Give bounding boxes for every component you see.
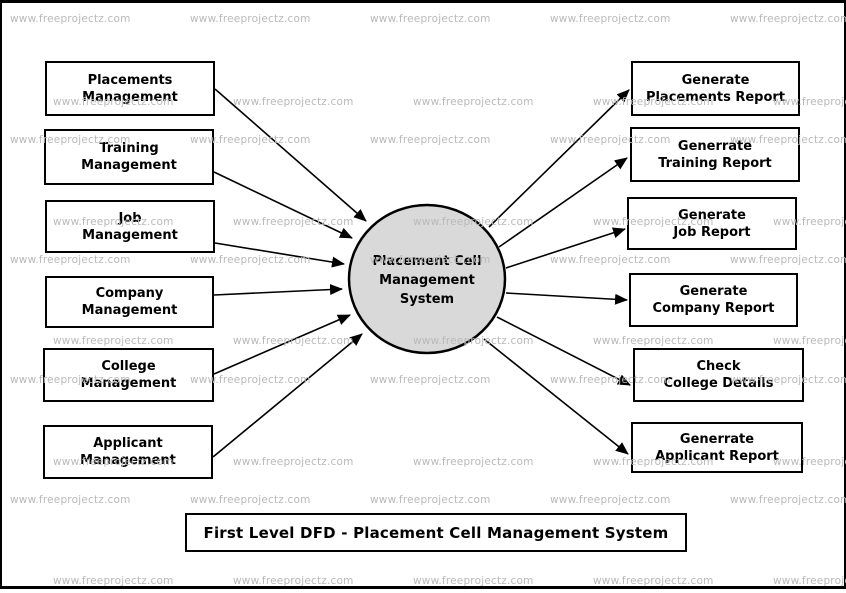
entity-label-line: Placements — [87, 72, 173, 88]
entity-label-line: Management — [80, 453, 176, 468]
entity-company-management: Company Management — [45, 276, 214, 328]
process-label-line: System — [399, 291, 455, 307]
output-label-line: Company Report — [652, 301, 775, 316]
output-label-line: Placements Report — [645, 89, 786, 105]
entity-label-line: Company — [95, 286, 164, 301]
flow-arrow-college-to-process — [213, 314, 351, 375]
process-label-line: Management — [379, 272, 475, 288]
output-generrate-training-report: Generrate Training Report — [630, 127, 800, 182]
entity-label-line: Management — [81, 303, 178, 318]
process-label: Placement Cell Management System — [337, 251, 517, 309]
flow-arrow-company-to-process — [213, 284, 343, 296]
output-label-line: Generate — [678, 207, 746, 223]
output-label-line: Job Report — [673, 224, 751, 240]
process-label-line: Placement Cell — [372, 253, 482, 269]
entity-applicant-management: Applicant Management — [43, 425, 213, 479]
flow-arrow-training-to-process — [213, 171, 353, 239]
entity-college-management: College Management — [43, 348, 214, 402]
output-generrate-applicant-report: Generrate Applicant Report — [631, 422, 803, 473]
flow-arrow-process-to-applicant-report — [483, 338, 629, 455]
output-label-line: Generrate — [677, 138, 753, 154]
output-generate-company-report: Generate Company Report — [629, 273, 798, 327]
output-label-line: College Details — [663, 376, 774, 391]
output-label-line: Generate — [679, 284, 748, 299]
flow-arrow-process-to-company-report — [505, 292, 628, 305]
output-check-college-details: Check College Details — [633, 348, 804, 402]
output-label-line: Applicant Report — [655, 448, 779, 464]
flow-arrow-process-to-training-report — [498, 157, 628, 248]
output-generate-placements-report: Generate Placements Report — [631, 61, 800, 116]
output-label-line: Generrate — [679, 431, 755, 447]
output-generate-job-report: Generate Job Report — [627, 197, 797, 250]
entity-label-line: Applicant — [93, 436, 163, 451]
entity-placements-management: Placements Management — [45, 61, 215, 116]
output-label-line: Generate — [681, 72, 750, 88]
entity-label-line: Management — [82, 89, 178, 105]
entity-training-management: Training Management — [44, 129, 214, 185]
output-label-line: Training Report — [658, 155, 772, 171]
flow-arrow-process-to-placements-report — [488, 89, 630, 228]
flow-arrow-job-to-process — [214, 242, 345, 268]
flow-arrow-placements-to-process — [214, 88, 367, 222]
entity-label-line: Management — [82, 227, 178, 243]
entity-job-management: Job Management — [45, 200, 215, 253]
flow-arrow-process-to-college-details — [496, 316, 631, 386]
entity-label-line: Job — [118, 210, 142, 226]
flow-arrow-process-to-job-report — [505, 227, 626, 269]
process-circle — [347, 203, 507, 355]
flow-arrow-applicant-to-process — [212, 333, 363, 458]
entity-label-line: Training — [99, 141, 159, 156]
diagram-title: First Level DFD - Placement Cell Managem… — [185, 513, 687, 552]
entity-label-line: Management — [80, 376, 177, 391]
entity-label-line: College — [101, 359, 156, 374]
output-label-line: Check — [696, 359, 741, 374]
entity-label-line: Management — [81, 158, 177, 173]
